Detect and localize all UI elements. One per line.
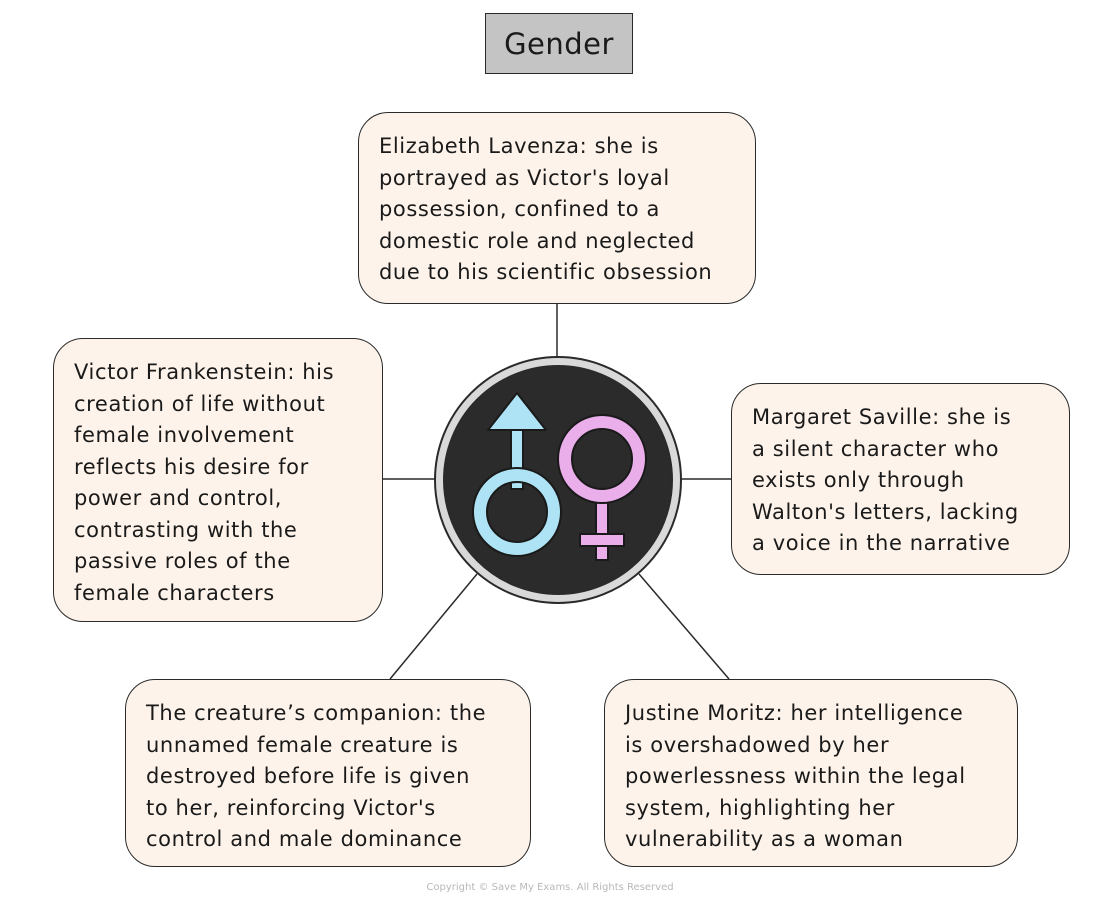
gender-symbols-hub — [434, 356, 682, 604]
node-creature-companion: The creature’s companion: the unnamed fe… — [125, 679, 531, 867]
connector-justine — [638, 573, 730, 680]
male-symbol-icon — [472, 392, 562, 557]
node-margaret-saville: Margaret Saville: she is a silent charac… — [731, 383, 1070, 575]
node-victor-frankenstein: Victor Frankenstein: his creation of lif… — [53, 338, 383, 622]
connector-companion — [389, 573, 478, 680]
female-symbol-icon — [557, 414, 647, 561]
title-box: Gender — [485, 13, 633, 74]
node-elizabeth-lavenza: Elizabeth Lavenza: she is portrayed as V… — [358, 112, 756, 304]
copyright-notice: Copyright © Save My Exams. All Rights Re… — [426, 882, 674, 893]
diagram-title: Gender — [504, 26, 614, 61]
node-justine-moritz: Justine Moritz: her intelligence is over… — [604, 679, 1018, 867]
